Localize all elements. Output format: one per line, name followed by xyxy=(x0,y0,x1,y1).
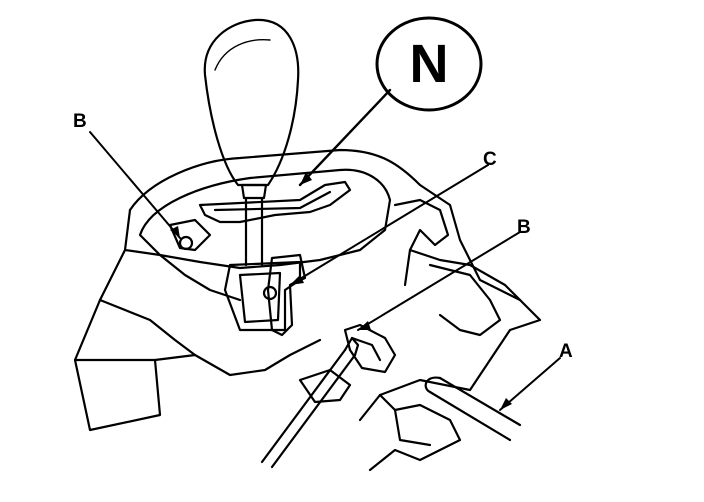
arrow-a xyxy=(500,398,512,410)
tool-a-end xyxy=(426,378,440,392)
lever-bracket-inner xyxy=(240,273,280,322)
screwdriver-tip xyxy=(345,338,358,355)
release-slot-inner xyxy=(352,338,380,360)
tool-a xyxy=(430,378,520,440)
arrow-b-left xyxy=(170,226,180,238)
arrow-c xyxy=(290,275,304,285)
knob-highlight xyxy=(215,40,270,70)
arrow-b-right xyxy=(358,321,371,330)
screwdriver-shaft xyxy=(262,350,355,467)
right-bracket-lower xyxy=(410,250,520,300)
lever-bracket xyxy=(225,262,300,330)
gate-slot-inner xyxy=(215,192,330,210)
leader-b-left xyxy=(90,132,180,238)
shift-position-callout: N xyxy=(409,34,449,94)
console-housing-outline xyxy=(130,150,540,420)
gate-notch xyxy=(170,220,210,250)
callout-b-left: B xyxy=(73,111,87,132)
right-panel xyxy=(430,265,500,335)
shift-knob xyxy=(205,20,298,185)
callout-a: A xyxy=(559,341,573,362)
arrow-n xyxy=(300,172,312,185)
leader-b-right xyxy=(358,232,520,330)
n-callout-circle xyxy=(377,18,481,110)
release-hole-left xyxy=(180,237,192,249)
console-left-panel xyxy=(125,250,240,300)
knob-base-collar xyxy=(242,185,266,198)
right-bracket-upper xyxy=(395,200,448,285)
lower-console-right xyxy=(370,395,460,470)
leader-n xyxy=(300,90,390,185)
lower-console-left xyxy=(300,370,350,402)
interlock-clip xyxy=(268,255,305,335)
leader-c xyxy=(290,165,488,285)
callout-b-right: B xyxy=(517,217,531,238)
release-slot-right xyxy=(345,325,395,372)
shift-lever-shaft xyxy=(246,198,262,265)
clip-hole xyxy=(264,287,276,299)
lower-console-detail xyxy=(395,410,430,445)
console-lower-left xyxy=(75,210,320,430)
gate-cover xyxy=(140,170,390,268)
callout-c: C xyxy=(483,149,497,170)
console-left-facet xyxy=(100,300,195,355)
leader-a xyxy=(500,358,560,410)
gate-slot xyxy=(200,182,350,222)
